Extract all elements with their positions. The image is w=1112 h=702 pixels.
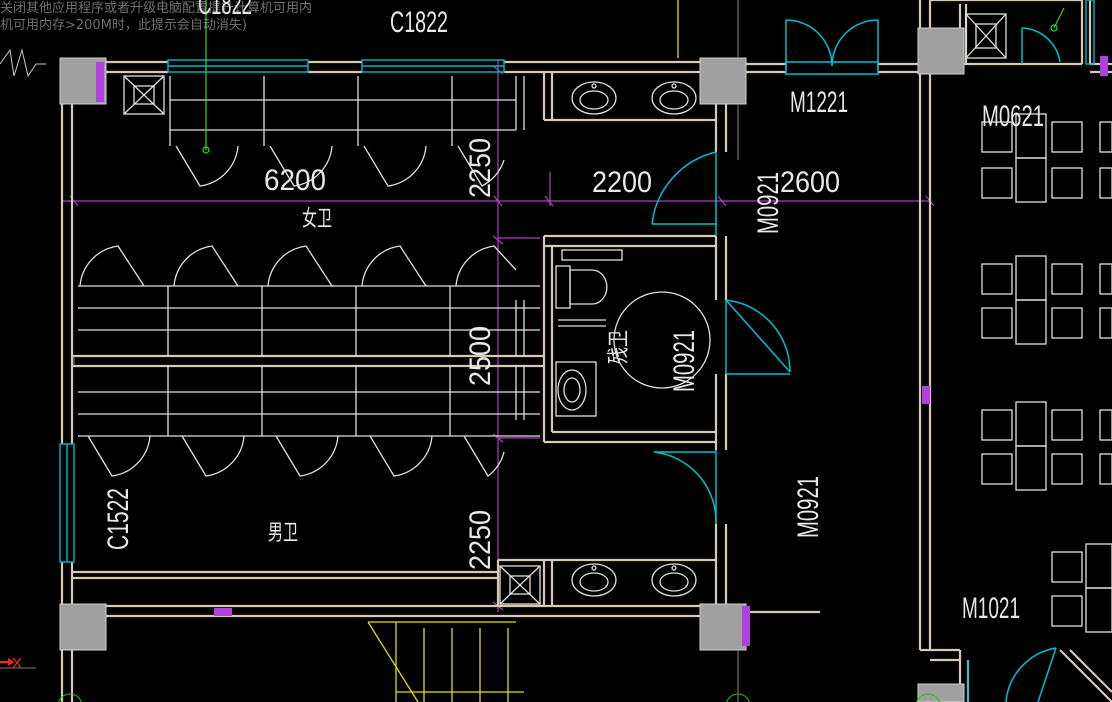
tag-m0921-b: M0921	[668, 330, 701, 392]
tag-c1522: C1522	[102, 488, 135, 550]
floor-drain-icon	[499, 565, 541, 605]
tag-m1221: M1221	[790, 86, 848, 119]
column	[699, 603, 747, 651]
sink-icon	[557, 369, 587, 411]
element-tags: C1822 C1822 C1522 M1221 M0621 M0921 M092…	[102, 0, 1044, 625]
tag-m0621: M0621	[982, 100, 1044, 133]
dim-2200: 2200	[592, 166, 652, 199]
column	[917, 27, 965, 75]
memory-warning-line-2: 机可用内存>200M时，此提示会自动消失)	[0, 18, 247, 33]
columns	[59, 27, 965, 702]
column	[59, 603, 107, 651]
sink-icon	[571, 563, 617, 597]
memory-warning-line-1: 关闭其他应用程序或者升级电脑配置提升计算机可用内	[0, 1, 313, 16]
room-labels: 女卫 男卫 残卫	[268, 207, 632, 546]
sink-icon	[651, 81, 697, 115]
axis-x-label: X	[12, 655, 22, 672]
axis-indicator: X	[0, 655, 22, 672]
tag-m1021: M1021	[962, 592, 1020, 625]
sink-icon	[651, 563, 697, 597]
room-female-toilet: 女卫	[302, 207, 332, 232]
dimension-lines	[62, 60, 935, 612]
windows	[59, 0, 1095, 563]
furniture	[981, 113, 1112, 633]
dimension-labels: 6200 2200 2600 2250 2500 2250	[264, 138, 840, 570]
stairs	[367, 0, 679, 702]
dim-6200: 6200	[264, 164, 326, 197]
sink-icon	[571, 81, 617, 115]
toilet-icon	[569, 269, 608, 305]
tag-c1822: C1822	[390, 6, 448, 39]
dim-2250-bottom: 2250	[464, 510, 497, 570]
toilet-stalls	[78, 76, 540, 477]
column	[699, 57, 747, 105]
doors	[651, 19, 1061, 702]
memory-warning-notice: 关闭其他应用程序或者升级电脑配置提升计算机可用内 机可用内存>200M时，此提示…	[0, 0, 400, 34]
floor-drain-icon	[123, 75, 165, 115]
dim-2500: 2500	[464, 326, 497, 386]
tag-m0921-a: M0921	[752, 172, 785, 234]
tag-c1822-top: C1822	[198, 0, 252, 21]
dim-2250-top: 2250	[464, 138, 497, 198]
floor-drain-icon	[965, 13, 1007, 59]
wheelchair-turning-circle	[613, 291, 711, 389]
tag-m0921-c: M0921	[792, 476, 825, 538]
fixtures	[123, 13, 1007, 605]
dim-2600: 2600	[780, 166, 840, 199]
column	[917, 683, 965, 702]
room-male-toilet: 男卫	[268, 521, 298, 546]
room-accessible-toilet: 残卫	[607, 330, 632, 364]
